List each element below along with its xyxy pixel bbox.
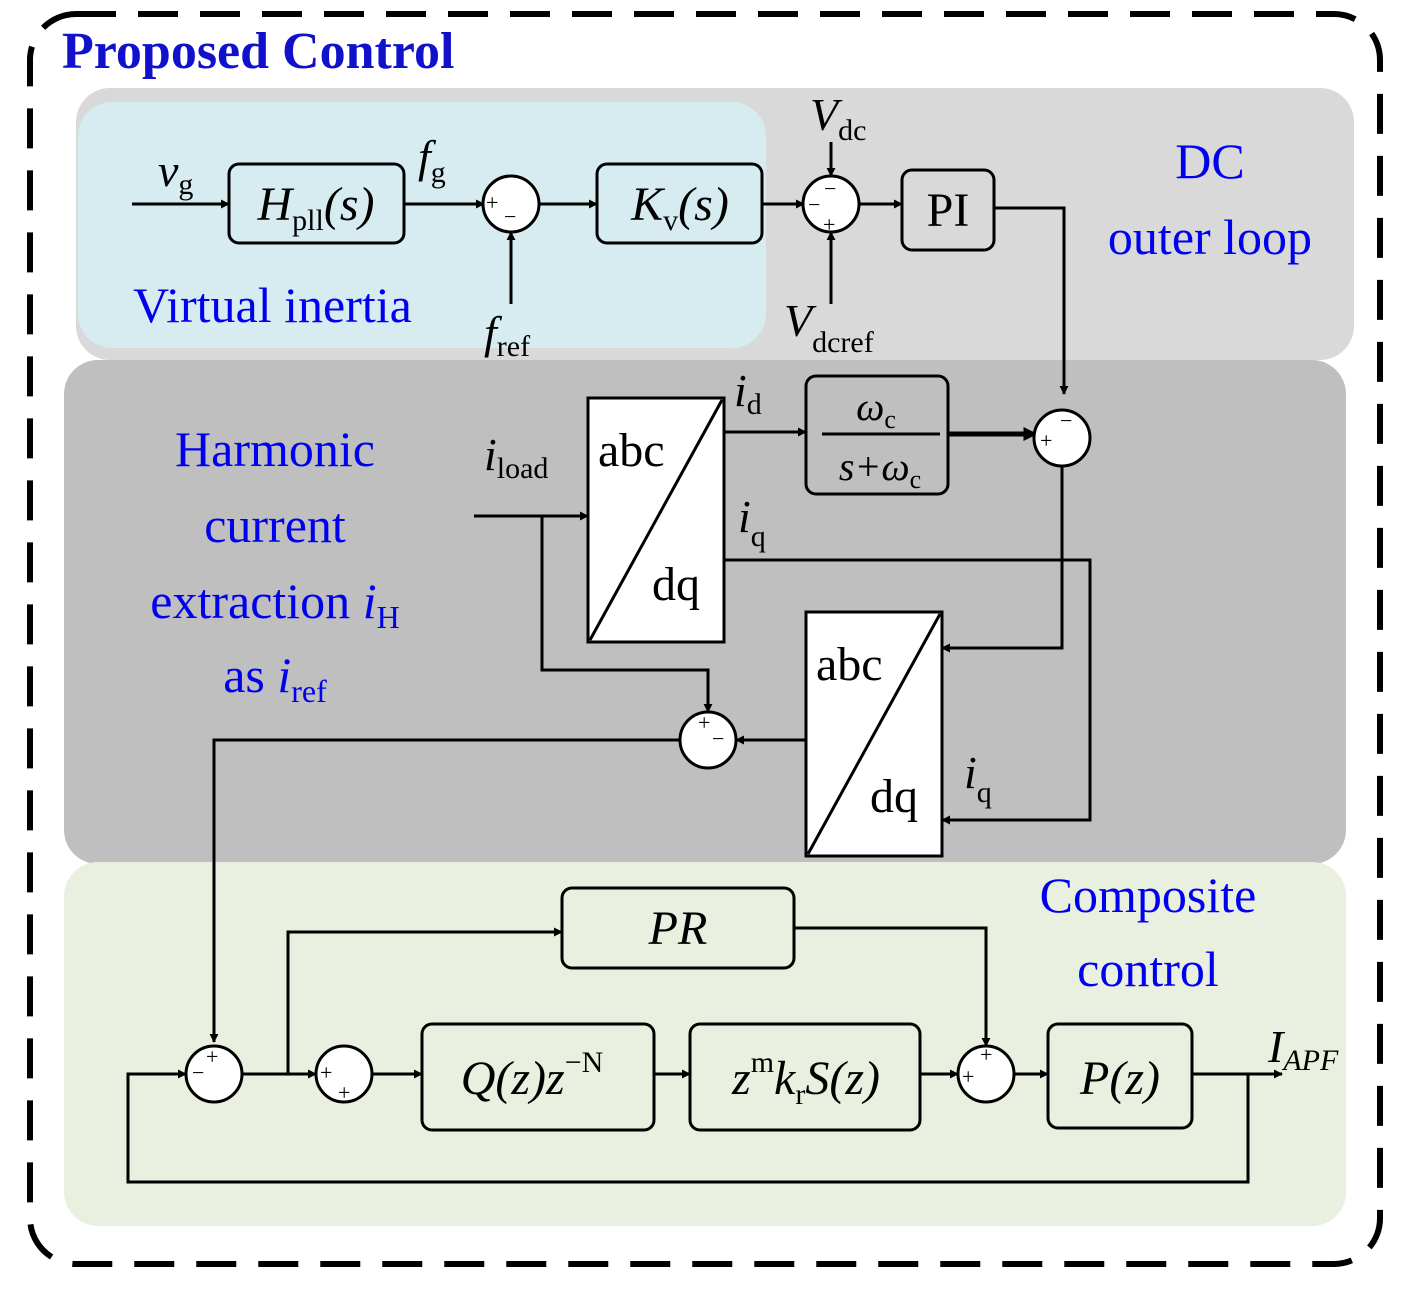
- abc-dq-top-abc: abc: [598, 424, 665, 477]
- hpll-label: Hpll(s): [257, 178, 375, 237]
- signal-iload: iload: [484, 429, 548, 485]
- virtual-inertia-label: Virtual inertia: [133, 277, 412, 333]
- proposed-control-title: Proposed Control: [62, 23, 454, 80]
- lpf-denominator: s+ωc: [839, 444, 921, 494]
- signal-vdc: Vdc: [810, 89, 866, 147]
- composite-label-line2: control: [1077, 941, 1219, 997]
- hpll-block: [227, 162, 406, 245]
- sign-sum1-minus: −: [504, 204, 516, 229]
- signal-vdcref: Vdcref: [784, 295, 874, 359]
- qz-block: [420, 1022, 656, 1132]
- sum-junction-output: [956, 1044, 1016, 1104]
- sign-sum5-plus: +: [206, 1044, 218, 1069]
- sum-junction-error: [184, 1044, 244, 1104]
- abc-dq-bottom-dq: dq: [870, 770, 918, 823]
- sign-sum6-plus-bottom: +: [338, 1080, 350, 1105]
- qz-label: Q(z)z−N: [461, 1046, 604, 1105]
- composite-label-line1: Composite: [1040, 867, 1257, 923]
- connection-lines: [126, 142, 1283, 1184]
- signal-iq-bottom: iq: [964, 747, 992, 809]
- sign-sum3-plus: +: [1040, 428, 1052, 453]
- kv-block: [595, 162, 764, 245]
- sign-sum6-plus-left: +: [320, 1060, 332, 1085]
- abc-dq-diagonal-bottom: [806, 613, 942, 855]
- pi-label: PI: [927, 184, 970, 237]
- signal-id: id: [734, 365, 762, 421]
- abc-dq-top-dq: dq: [652, 558, 700, 611]
- sign-sum7-plus-top: +: [980, 1042, 992, 1067]
- abc-dq-diagonal-top: [588, 399, 724, 641]
- lpf-numerator: ωc: [856, 384, 896, 434]
- sign-sum7-plus-left: +: [962, 1064, 974, 1089]
- sum-junction-repetitive: [314, 1044, 374, 1104]
- sign-sum3-minus: −: [1060, 408, 1072, 433]
- sign-sum2-minus-top: −: [824, 176, 836, 201]
- sign-sum4-minus: −: [712, 726, 724, 751]
- sign-sum1-plus: +: [486, 190, 498, 215]
- proposed-control-boundary: [27, 11, 1383, 1267]
- harmonic-label-line4: as iref: [223, 647, 327, 709]
- pz-label: P(z): [1079, 1052, 1160, 1105]
- signal-iapf: IAPF: [1267, 1021, 1339, 1077]
- sum-junction-harmonic: [678, 710, 738, 770]
- signal-iq-top: iq: [738, 491, 766, 553]
- harmonic-label-line1: Harmonic: [175, 421, 375, 477]
- sign-sum5-minus: −: [192, 1060, 204, 1085]
- sign-sum4-plus: +: [698, 710, 710, 735]
- kv-label: Kv(s): [630, 178, 729, 237]
- dc-outer-loop-label-line2: outer loop: [1108, 209, 1312, 265]
- sum-junction-frequency: [481, 174, 541, 234]
- harmonic-label-line2: current: [204, 497, 346, 553]
- harmonic-label-line3: extraction iH: [150, 573, 399, 635]
- sign-sum2-minus-left: −: [808, 192, 820, 217]
- abc-dq-bottom-abc: abc: [816, 638, 883, 691]
- signal-vg: vg: [158, 145, 193, 201]
- repetitive-label: zmkrS(z): [731, 1046, 880, 1111]
- sum-junction-d-axis: [1032, 408, 1092, 468]
- repetitive-block: [688, 1022, 922, 1132]
- dc-outer-loop-label-line1: DC: [1175, 133, 1244, 189]
- pr-block: [560, 886, 796, 970]
- pz-block: [1046, 1022, 1194, 1130]
- sum-junction-dc: [801, 174, 861, 234]
- pr-label: PR: [648, 902, 708, 955]
- sign-sum2-plus: +: [823, 212, 835, 237]
- pi-block: [900, 168, 996, 252]
